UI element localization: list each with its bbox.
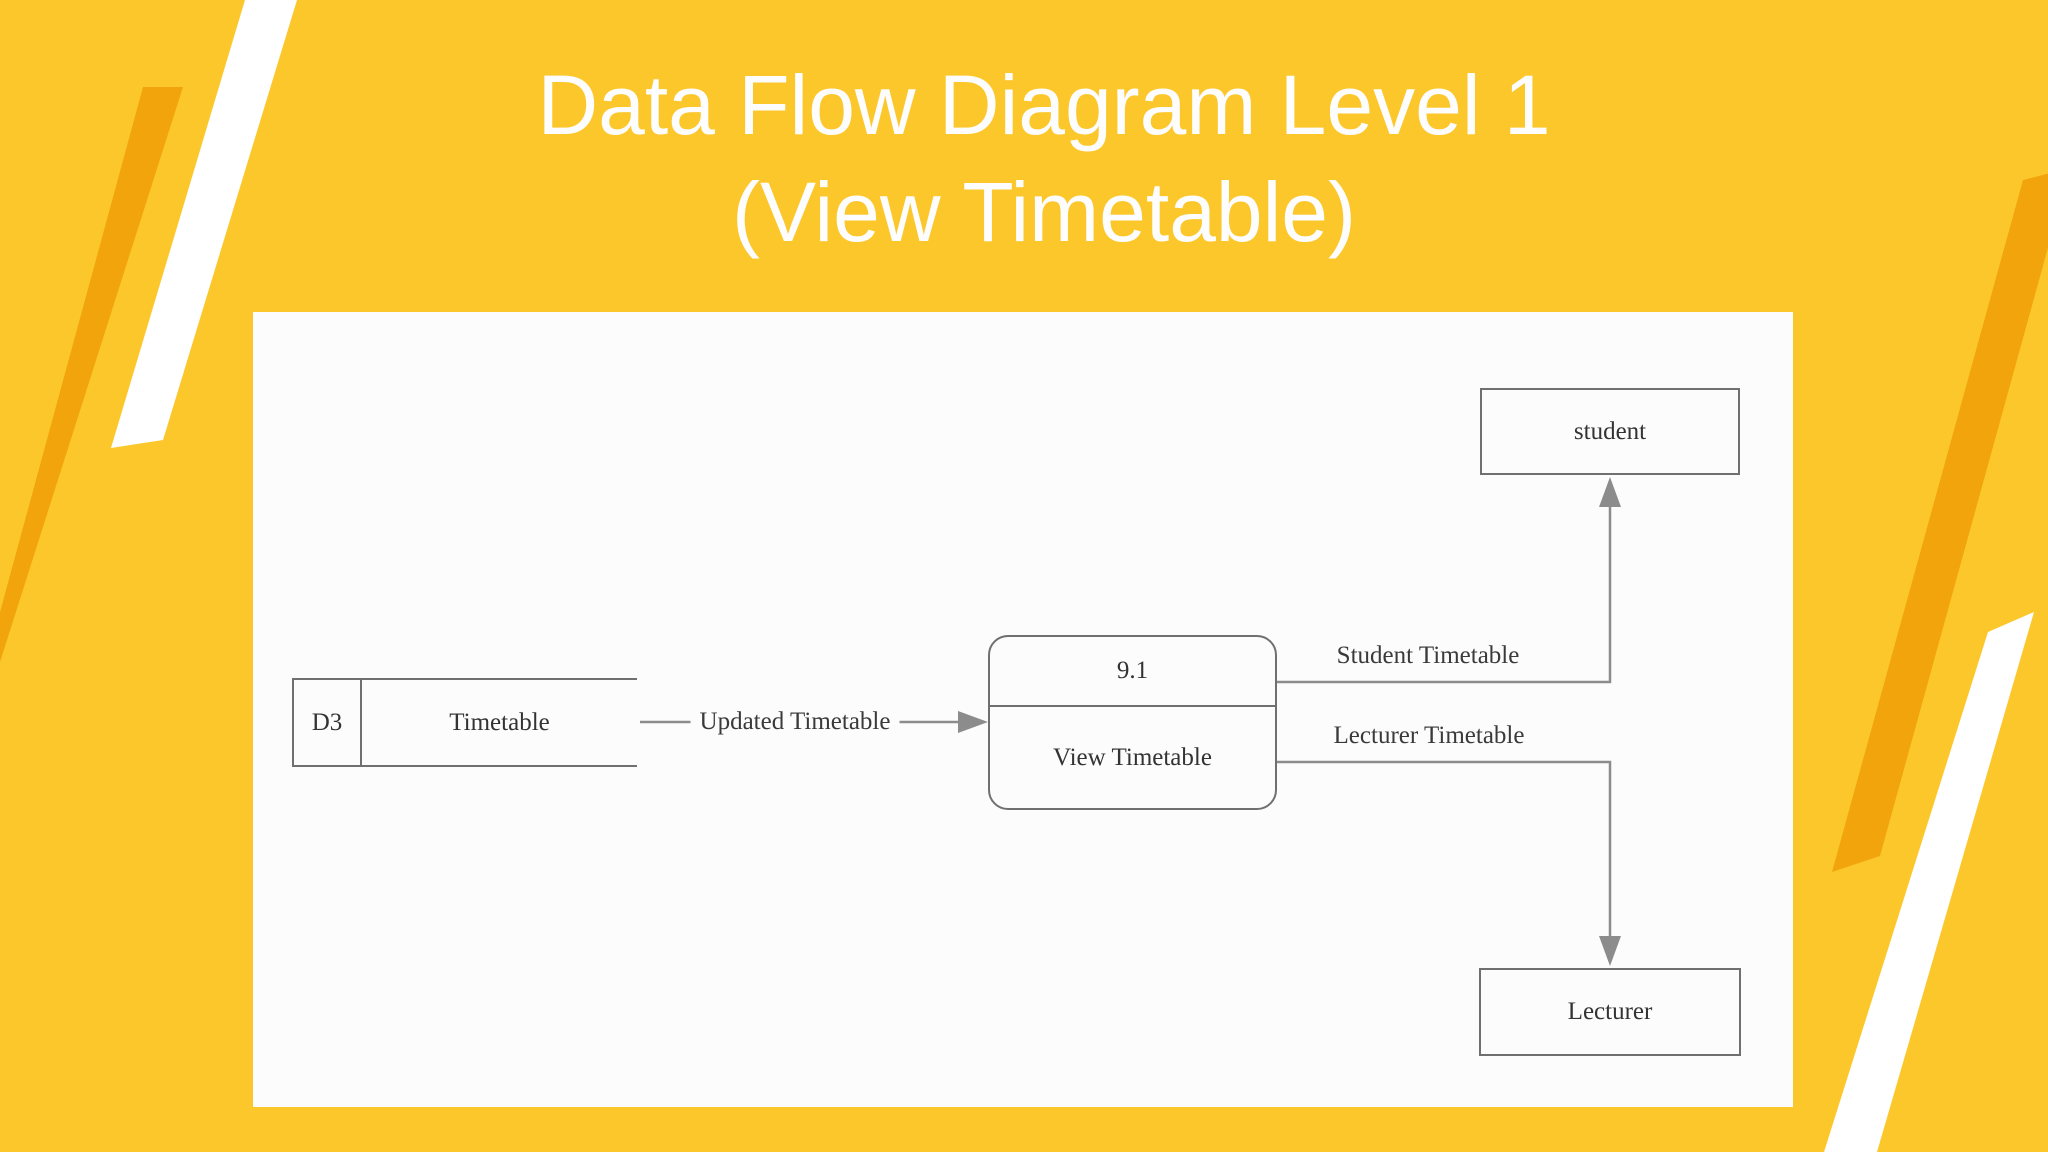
stripe-white-top-left (111, 0, 297, 448)
arrowhead-into-process (958, 711, 988, 733)
flow-line-lecturer-timetable (1277, 760, 1612, 938)
flow-line-student-timetable (1277, 505, 1612, 684)
datastore-id: D3 (294, 680, 362, 765)
flow-label-student-timetable: Student Timetable (1336, 642, 1520, 669)
flow-label-updated-timetable: Updated Timetable (690, 708, 900, 736)
arrowhead-into-student (1599, 477, 1621, 507)
slide-title: Data Flow Diagram Level 1 (View Timetabl… (40, 52, 2048, 266)
datastore-label: Timetable (449, 708, 550, 736)
process-view-timetable: 9.1 View Timetable (988, 635, 1277, 810)
entity-lecturer: Lecturer (1479, 968, 1741, 1056)
stripe-orange-left (0, 87, 183, 662)
entity-student: student (1480, 388, 1740, 475)
datastore-timetable: D3 Timetable (292, 678, 637, 767)
process-label: View Timetable (1053, 743, 1212, 771)
slide-title-line2: (View Timetable) (731, 165, 1356, 259)
process-number: 9.1 (990, 637, 1275, 707)
slide-title-line1: Data Flow Diagram Level 1 (537, 58, 1551, 152)
stripe-white-bottom-right (1824, 612, 2034, 1152)
arrowhead-into-lecturer (1599, 936, 1621, 966)
flow-label-lecturer-timetable: Lecturer Timetable (1333, 722, 1525, 749)
stripe-orange-right (1832, 173, 2048, 872)
